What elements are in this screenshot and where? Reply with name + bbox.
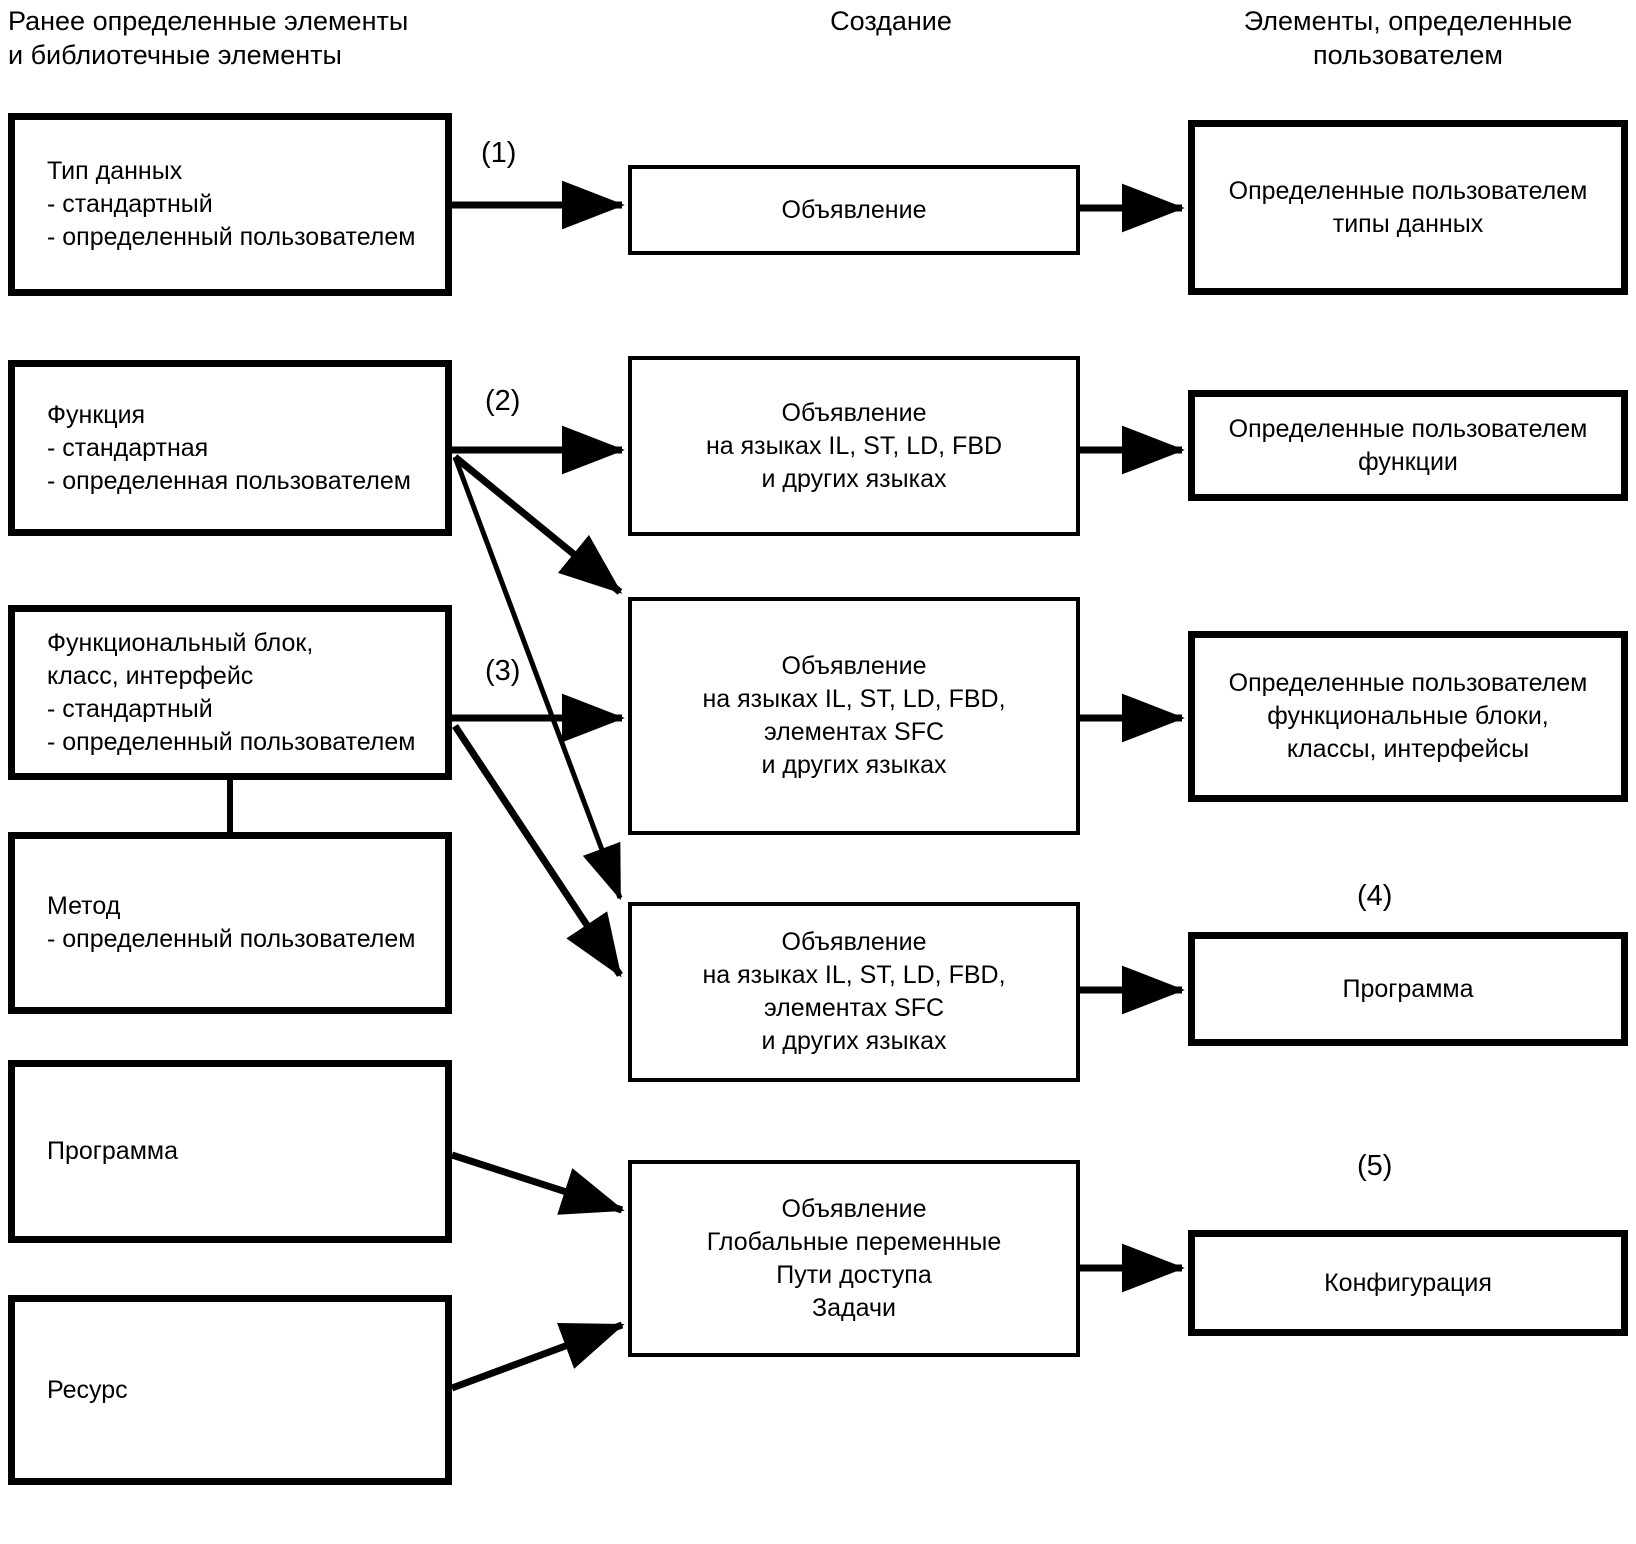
box-user-data-types[interactable]: Определенные пользователем типы данных [1188,120,1628,295]
step-label-5: (5) [1357,1150,1393,1182]
box-function-label: Функция - стандартная - определенная пол… [47,400,411,495]
box-resource[interactable]: Ресурс [8,1295,452,1485]
box-program-source-label: Программа [47,1137,178,1165]
box-user-configuration-label: Конфигурация [1324,1268,1492,1297]
box-declaration-datatype-label: Объявление [781,195,927,224]
box-user-functions[interactable]: Определенные пользователем функции [1188,390,1628,501]
box-declaration-configuration[interactable]: Объявление Глобальные переменные Пути до… [628,1160,1080,1357]
box-method-label: Метод - определенный пользователем [47,892,416,953]
box-user-configuration[interactable]: Конфигурация [1188,1230,1628,1336]
box-user-function-blocks-label: Определенные пользователем функциональны… [1228,669,1588,763]
box-declaration-function-block-label: Объявление на языках IL, ST, LD, FBD, эл… [702,652,1006,779]
step-label-4: (4) [1357,880,1393,912]
box-function[interactable]: Функция - стандартная - определенная пол… [8,360,452,536]
column-header-prior-elements: Ранее определенные элементы и библиотечн… [8,6,409,70]
box-user-program-label: Программа [1342,974,1474,1003]
box-declaration-datatype[interactable]: Объявление [628,165,1080,255]
arrow-function-to-declaration-program [452,456,623,901]
box-declaration-function-label: Объявление на языках IL, ST, LD, FBD и д… [705,398,1003,493]
arrow-program-to-declaration-config [450,1151,625,1215]
box-data-type[interactable]: Тип данных - стандартный - определенный … [8,113,452,296]
box-user-data-types-label: Определенные пользователем типы данных [1228,176,1588,238]
box-program-source[interactable]: Программа [8,1060,452,1243]
box-declaration-program-label: Объявление на языках IL, ST, LD, FBD, эл… [702,928,1006,1055]
arrow-function-to-declaration-fb [452,454,623,595]
box-declaration-function[interactable]: Объявление на языках IL, ST, LD, FBD и д… [628,356,1080,536]
box-declaration-function-block[interactable]: Объявление на языках IL, ST, LD, FBD, эл… [628,597,1080,835]
box-user-function-blocks[interactable]: Определенные пользователем функциональны… [1188,631,1628,802]
arrow-resource-to-declaration-config [450,1321,625,1392]
box-user-functions-label: Определенные пользователем функции [1228,414,1588,476]
box-declaration-configuration-label: Объявление Глобальные переменные Пути до… [706,1194,1002,1322]
box-user-program[interactable]: Программа [1188,932,1628,1046]
step-label-2: (2) [485,385,521,417]
box-resource-label: Ресурс [47,1375,128,1404]
step-label-3: (3) [485,655,521,687]
step-label-1: (1) [481,137,517,169]
box-function-block-label: Функциональный блок, класс, интерфейс - … [47,628,416,756]
box-data-type-label: Тип данных - стандартный - определенный … [47,157,416,251]
box-declaration-program[interactable]: Объявление на языках IL, ST, LD, FBD, эл… [628,902,1080,1082]
column-header-creation: Создание [830,6,952,36]
box-method[interactable]: Метод - определенный пользователем [8,832,452,1014]
arrow-fb-to-declaration-program [452,724,623,978]
column-header-user-defined: Элементы, определенные пользователем [1243,6,1573,70]
box-function-block[interactable]: Функциональный блок, класс, интерфейс - … [8,605,452,780]
